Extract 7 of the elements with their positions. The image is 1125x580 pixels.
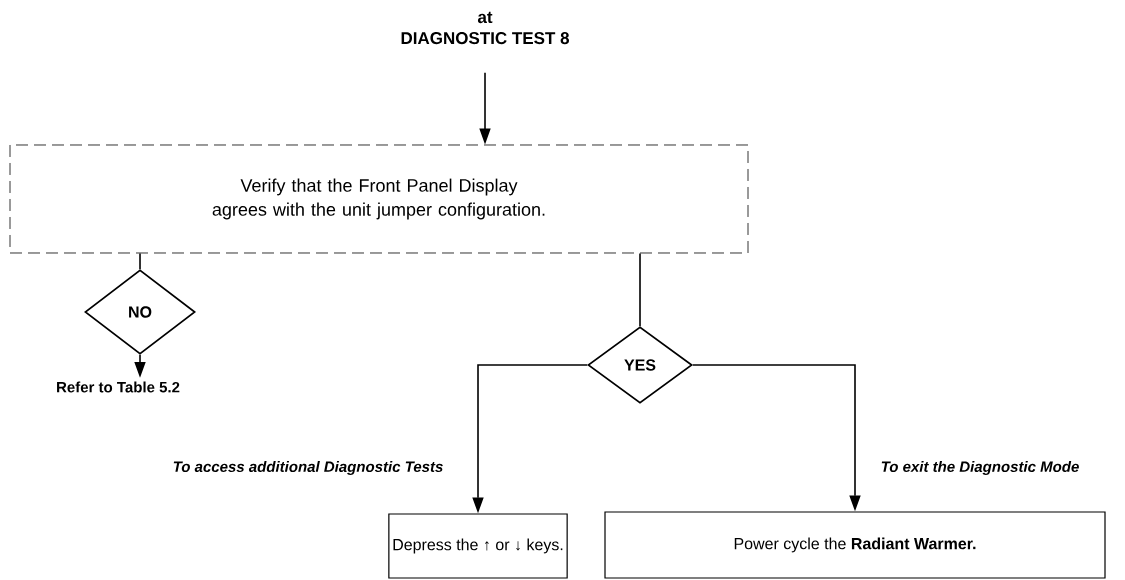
process-box: Depress the ↑ or ↓ keys. [388, 513, 568, 579]
process-box: Power cycle the Radiant Warmer. [604, 511, 1106, 579]
process-box: Verify that the Front Panel Display agrees with the unit jumper configuration. [9, 144, 749, 254]
caption-text: To access additional Diagnostic Tests [173, 461, 443, 475]
heading-text: at DIAGNOSTIC TEST 8 [401, 11, 569, 45]
note-text: Refer to Table 5.2 [57, 381, 180, 393]
caption-text: To exit the Diagnostic Mode [881, 461, 1079, 475]
